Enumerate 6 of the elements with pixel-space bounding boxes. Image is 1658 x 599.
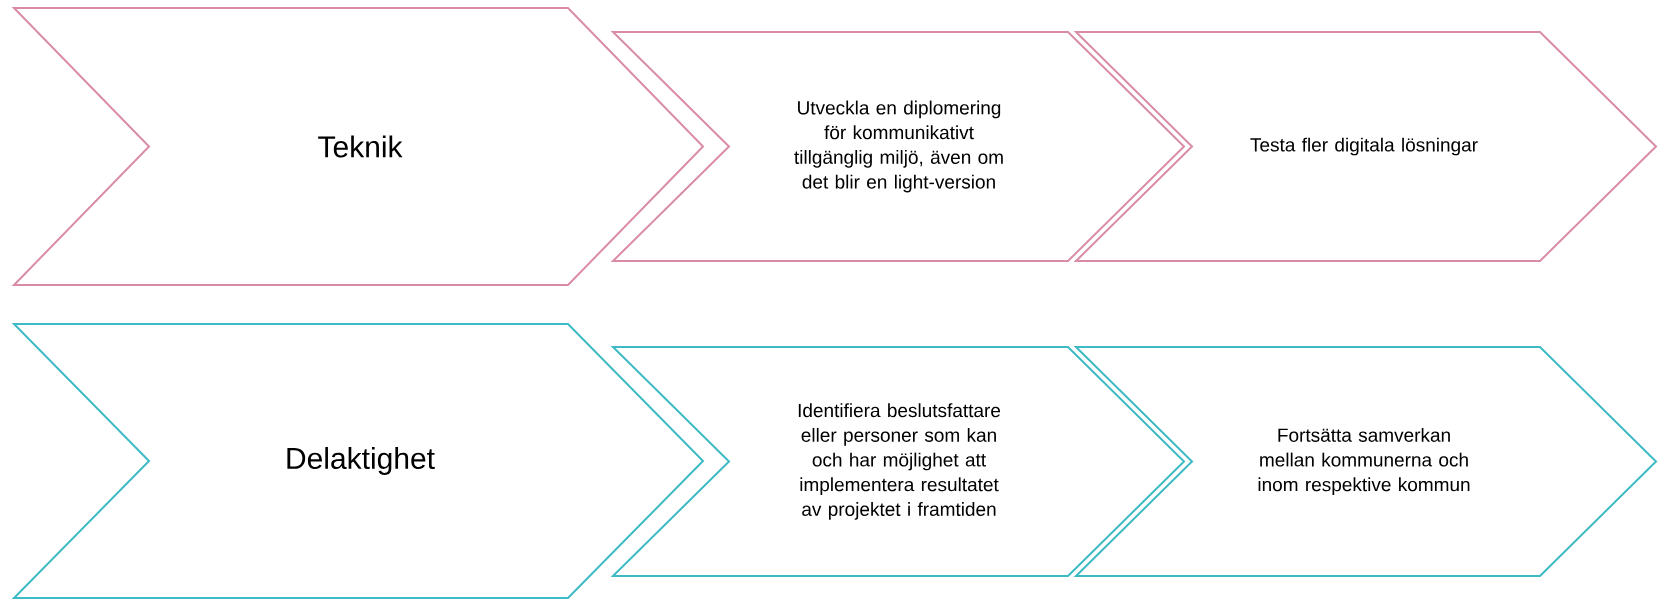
- chevron-box: Identifiera beslutsfattare eller personer som kan och har möjlighet att implementera resultatet av projektet i framtiden: [610, 346, 1186, 577]
- chevron-box: Utveckla en diplomering för kommunikativt tillgänglig miljö, även om det blir en light-version: [610, 31, 1186, 262]
- chevron-box: Delaktighet: [11, 323, 705, 599]
- chevron-box: Teknik: [11, 7, 705, 286]
- chevron-box: Testa fler digitala lösningar: [1073, 31, 1658, 262]
- chevron-box: Fortsätta samverkan mellan kommunerna och inom respektive kommun: [1073, 346, 1658, 577]
